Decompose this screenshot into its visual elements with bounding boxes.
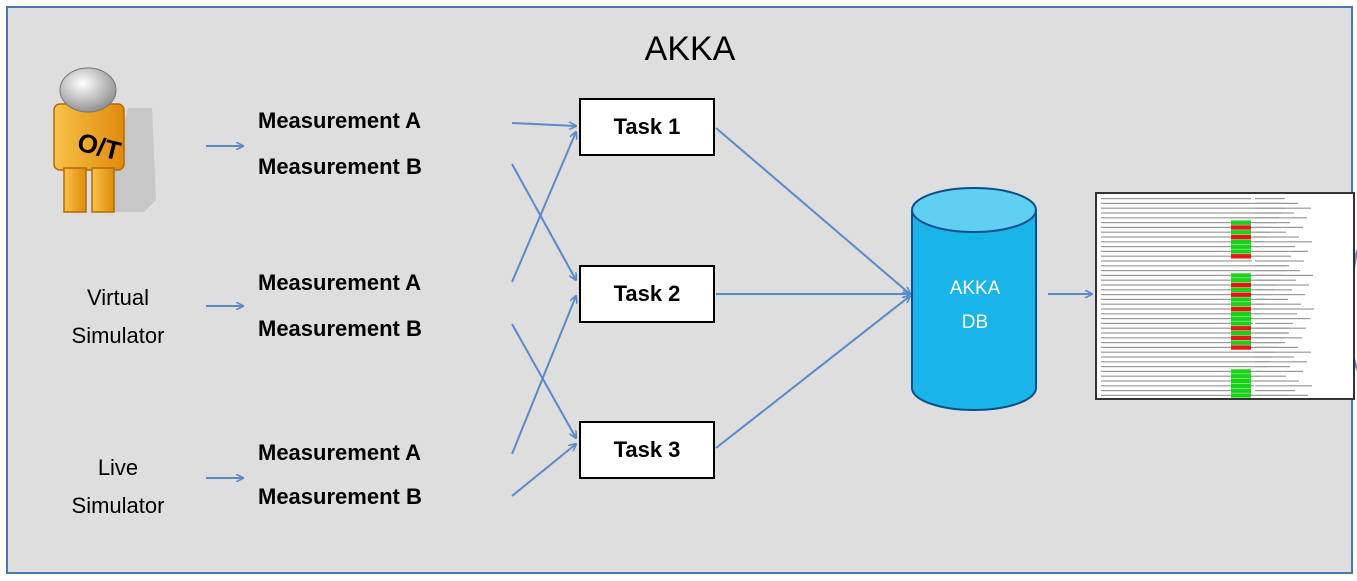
- measurement-b-3: Measurement B: [258, 484, 422, 509]
- task-box-2: Task 2: [579, 265, 715, 323]
- task-box-1: Task 1: [579, 98, 715, 156]
- diagram-title: AKKA: [644, 30, 736, 68]
- spreadsheet-thumbnail: [1101, 198, 1314, 398]
- person-icon: [53, 67, 156, 213]
- measurement-b-2: Measurement B: [258, 316, 422, 341]
- source-virtual-simulator: Virtual Simulator: [48, 279, 188, 355]
- database-label-line2: DB: [961, 312, 989, 333]
- task-label-3: Task 3: [613, 437, 681, 462]
- task-db-arrows: [715, 127, 1092, 449]
- task-label-2: Task 2: [613, 281, 681, 306]
- task-label-1: Task 1: [613, 114, 681, 139]
- database-label-line1: AKKA: [949, 278, 1001, 299]
- source-virtual-line1: Virtual: [87, 285, 149, 310]
- measurement-b-1: Measurement B: [258, 154, 422, 179]
- measurement-a-2: Measurement A: [258, 270, 422, 295]
- source-live-line2: Simulator: [71, 493, 165, 518]
- source-live-simulator: Live Simulator: [48, 449, 188, 525]
- database-icon: [911, 187, 1037, 411]
- source-live-line1: Live: [97, 455, 139, 480]
- measurement-a-3: Measurement A: [258, 440, 422, 465]
- database-label: AKKA DB: [914, 272, 1036, 340]
- measurement-task-arrows: [511, 123, 576, 497]
- measurement-a-1: Measurement A: [258, 108, 422, 133]
- source-arrows: [206, 146, 243, 478]
- task-box-3: Task 3: [579, 421, 715, 479]
- spreadsheet-icon: [1095, 192, 1355, 400]
- source-virtual-line2: Simulator: [71, 323, 165, 348]
